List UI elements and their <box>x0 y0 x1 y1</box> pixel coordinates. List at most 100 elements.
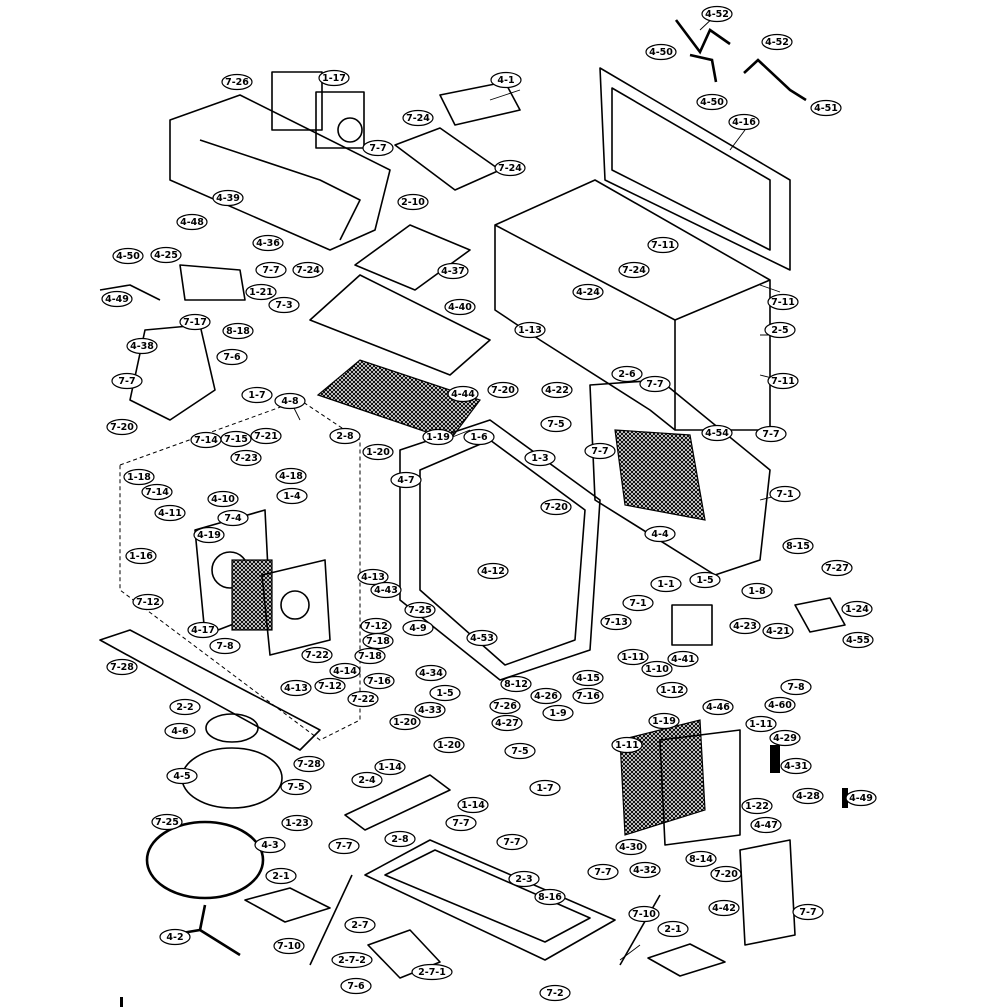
callout-bubble <box>615 838 647 856</box>
callout-bubble <box>821 559 853 577</box>
callout-7-26: 7-26 <box>489 697 521 715</box>
callout-label: 4-60 <box>768 700 792 711</box>
callout-bubble <box>685 850 717 868</box>
callout-1-19: 1-19 <box>422 428 454 446</box>
callout-bubble <box>529 779 561 797</box>
callout-bubble <box>268 296 300 314</box>
callout-1-20: 1-20 <box>362 443 394 461</box>
callout-label: 7-20 <box>491 385 515 396</box>
callout-label: 4-49 <box>105 294 129 305</box>
callout-7-4: 7-4 <box>217 509 249 527</box>
callout-label: 7-7 <box>594 867 611 878</box>
callout-label: 7-24 <box>296 265 320 276</box>
callout-bubble <box>255 261 287 279</box>
callout-label: 1-13 <box>518 325 542 336</box>
callout-bubble <box>466 629 498 647</box>
callout-label: 7-20 <box>110 422 134 433</box>
callout-7-10: 7-10 <box>273 937 305 955</box>
callout-bubble <box>767 372 799 390</box>
callout-1-11: 1-11 <box>617 648 649 666</box>
callout-bubble <box>126 337 158 355</box>
callout-7-3: 7-3 <box>268 296 300 314</box>
callout-bubble <box>354 647 386 665</box>
callout-4-10: 4-10 <box>207 490 239 508</box>
callout-4-11: 4-11 <box>154 504 186 522</box>
callout-label: 1-11 <box>749 719 773 730</box>
callout-label: 7-24 <box>406 113 430 124</box>
callout-bubble <box>433 736 465 754</box>
callout-label: 7-7 <box>799 907 816 918</box>
callout-7-7: 7-7 <box>445 814 477 832</box>
callout-bubble <box>166 767 198 785</box>
callout-label: 8-18 <box>226 326 250 337</box>
callout-label: 1-21 <box>249 287 273 298</box>
callout-7-12: 7-12 <box>360 617 392 635</box>
callout-label: 4-22 <box>545 385 569 396</box>
part-1-17-motor-hub <box>337 117 363 143</box>
callout-bubble <box>217 509 249 527</box>
callout-2-10: 2-10 <box>397 193 429 211</box>
callout-label: 7-26 <box>225 77 249 88</box>
callout-bubble <box>762 622 794 640</box>
callout-bubble <box>292 261 324 279</box>
callout-8-12: 8-12 <box>500 675 532 693</box>
callout-bubble <box>293 755 325 773</box>
callout-8-16: 8-16 <box>534 888 566 906</box>
callout-label: 4-16 <box>732 117 756 128</box>
callout-label: 1-4 <box>283 491 301 502</box>
callout-label: 7-18 <box>358 651 382 662</box>
callout-2-7-1: 2-7-1 <box>411 963 453 981</box>
callout-bubble <box>656 681 688 699</box>
callout-1-11: 1-11 <box>611 736 643 754</box>
callout-bubble <box>209 637 241 655</box>
callout-4-52: 4-52 <box>701 5 733 23</box>
callout-1-12: 1-12 <box>656 681 688 699</box>
callout-1-1: 1-1 <box>650 575 682 593</box>
callout-bubble <box>329 427 361 445</box>
callout-4-33: 4-33 <box>414 701 446 719</box>
callout-1-5: 1-5 <box>689 571 721 589</box>
callout-label: 1-10 <box>645 664 669 675</box>
callout-label: 4-52 <box>765 37 789 48</box>
callout-label: 7-12 <box>136 597 160 608</box>
callout-label: 7-11 <box>651 240 675 251</box>
callout-7-7: 7-7 <box>587 863 619 881</box>
callout-bubble <box>254 836 286 854</box>
callout-1-5: 1-5 <box>429 684 461 702</box>
callout-bubble <box>710 865 742 883</box>
callout-bubble <box>494 159 526 177</box>
callout-4-18: 4-18 <box>275 467 307 485</box>
callout-4-39: 4-39 <box>212 189 244 207</box>
callout-label: 1-11 <box>615 740 639 751</box>
callout-bubble <box>761 33 793 51</box>
callout-label: 4-44 <box>451 389 475 400</box>
part-4-44-grille <box>316 359 481 441</box>
part-1-17-motor-b <box>315 91 365 149</box>
callout-4-3: 4-3 <box>254 836 286 854</box>
callout-4-22: 4-22 <box>541 381 573 399</box>
callout-4-27: 4-27 <box>491 714 523 732</box>
callout-4-1: 4-1 <box>490 71 522 89</box>
callout-label: 7-2 <box>546 988 563 999</box>
callout-label: 7-14 <box>194 435 218 446</box>
callout-7-20: 7-20 <box>487 381 519 399</box>
callout-bubble <box>463 428 495 446</box>
callout-7-7: 7-7 <box>111 372 143 390</box>
callout-4-32: 4-32 <box>629 861 661 879</box>
callout-4-36: 4-36 <box>252 234 284 252</box>
callout-bubble <box>708 899 740 917</box>
callout-bubble <box>164 722 196 740</box>
part-4-52b-bar <box>743 58 807 102</box>
callout-label: 4-47 <box>754 820 778 831</box>
callout-label: 7-27 <box>825 563 849 574</box>
callout-7-20: 7-20 <box>106 418 138 436</box>
callout-bubble <box>701 424 733 442</box>
callout-label: 8-16 <box>538 892 562 903</box>
callout-4-34: 4-34 <box>415 664 447 682</box>
callout-bubble <box>230 449 262 467</box>
callout-7-1: 7-1 <box>769 485 801 503</box>
callout-label: 1-6 <box>470 432 488 443</box>
callout-label: 1-1 <box>657 579 674 590</box>
callout-label: 4-37 <box>441 266 465 277</box>
part-4-17-frame <box>261 559 331 656</box>
